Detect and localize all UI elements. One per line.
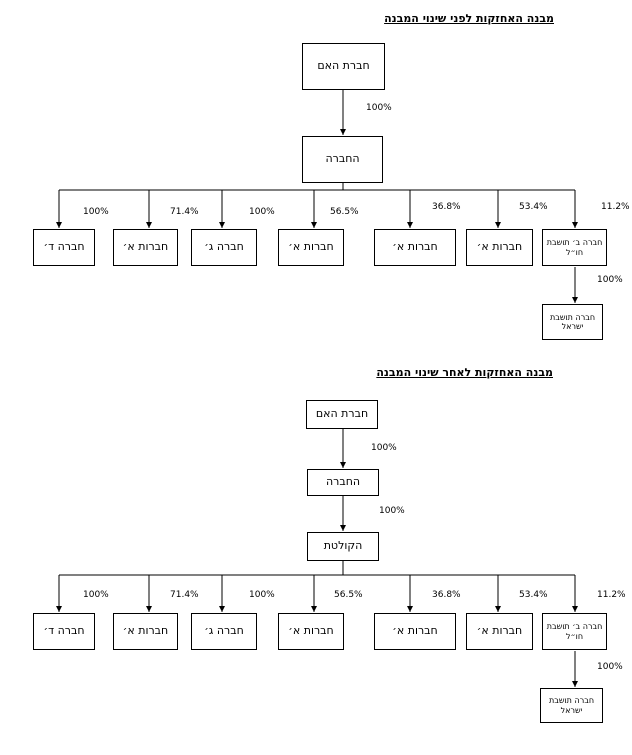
diagram-title-before: מבנה האחזקות לפני שינוי המבנה <box>384 12 554 25</box>
parent-company-box: חברת האם <box>306 400 378 429</box>
subsidiary-box: חברות א׳ <box>466 229 533 266</box>
subsidiary-pct: 53.4% <box>519 202 548 212</box>
subsidiary-box: חברה ג׳ <box>191 229 257 266</box>
diagram-title-after: מבנה האחזקות לאחר שינוי המבנה <box>376 366 553 379</box>
israel-sub-pct: 100% <box>597 275 623 285</box>
parent-company-box: חברת האם <box>302 43 385 90</box>
subsidiary-pct: 36.8% <box>432 202 461 212</box>
subsidiary-box: חברות א׳ <box>278 613 344 650</box>
parent-holding-pct: 100% <box>371 443 397 453</box>
foreign-subsidiary-box: חברה ב׳ תושבת חו״ל <box>542 229 607 266</box>
subsidiary-pct: 100% <box>249 207 275 217</box>
company-box: החברה <box>302 136 383 183</box>
subsidiary-pct: 56.5% <box>330 207 359 217</box>
subsidiary-pct: 11.2% <box>597 590 626 600</box>
subsidiary-box: חברות א׳ <box>278 229 344 266</box>
subsidiary-pct: 100% <box>83 590 109 600</box>
israel-sub-pct: 100% <box>597 662 623 672</box>
subsidiary-pct: 53.4% <box>519 590 548 600</box>
israel-subsidiary-box: חברה תושבת ישראל <box>542 304 603 340</box>
subsidiary-box: חברות א׳ <box>113 613 178 650</box>
subsidiary-pct: 11.2% <box>601 202 630 212</box>
company-holding-pct: 100% <box>379 506 405 516</box>
holding-company-box: הקולטת <box>307 532 379 561</box>
foreign-subsidiary-box: חברה ב׳ תושבת חו״ל <box>542 613 607 650</box>
subsidiary-pct: 100% <box>83 207 109 217</box>
subsidiary-box: חברות א׳ <box>466 613 533 650</box>
israel-subsidiary-box: חברה תושבת ישראל <box>540 688 603 723</box>
subsidiary-box: חברות א׳ <box>113 229 178 266</box>
subsidiary-box: חברות א׳ <box>374 613 456 650</box>
subsidiary-box: חברה ג׳ <box>191 613 257 650</box>
subsidiary-box: חברות א׳ <box>374 229 456 266</box>
company-box: החברה <box>307 469 379 496</box>
subsidiary-pct: 71.4% <box>170 207 199 217</box>
subsidiary-pct: 56.5% <box>334 590 363 600</box>
subsidiary-pct: 100% <box>249 590 275 600</box>
parent-holding-pct: 100% <box>366 103 392 113</box>
subsidiary-pct: 36.8% <box>432 590 461 600</box>
subsidiary-pct: 71.4% <box>170 590 199 600</box>
subsidiary-box: חברה ד׳ <box>33 229 95 266</box>
subsidiary-box: חברה ד׳ <box>33 613 95 650</box>
